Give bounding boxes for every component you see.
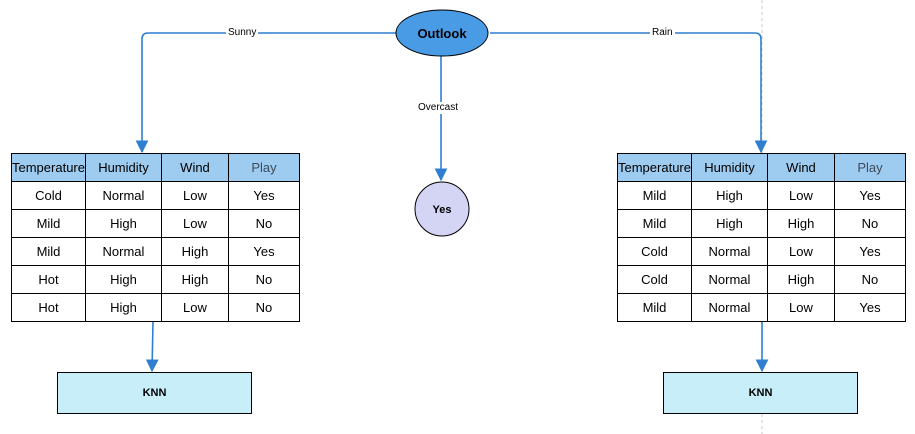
edge-label-overcast: Overcast [416,102,461,114]
knn-box-label: KNN [748,387,773,399]
column-header-play: Play [227,153,300,182]
table-cell: High [84,265,162,294]
edge-sunny-knn [145,321,159,373]
table-cell: Mild [11,237,86,266]
knn-box-sunny: KNN [57,372,252,414]
table-cell: Low [766,237,835,266]
table-cell: Yes [227,181,300,210]
column-header-wind: Wind [160,153,229,182]
table-row: Mild High Low No [11,209,300,238]
leaf-node-yes [414,181,470,237]
table-row: Cold Normal Low Yes [11,181,300,210]
column-header-humidity: Humidity [84,153,162,182]
table-cell: No [833,265,906,294]
table-cell: Hot [11,265,86,294]
table-cell: Yes [833,237,906,266]
table-cell: High [690,181,768,210]
table-cell: Normal [690,293,768,322]
table-cell: High [766,209,835,238]
knn-box-label: KNN [142,387,167,399]
table-cell: Low [160,293,229,322]
table-cell: Mild [617,293,692,322]
table-row: Cold Normal Low Yes [617,237,906,266]
table-cell: Hot [11,293,86,322]
table-cell: High [160,237,229,266]
leaf-node-label: Yes [433,204,452,216]
table-cell: Cold [617,237,692,266]
table-cell: Normal [84,237,162,266]
table-cell: High [766,265,835,294]
table-cell: Normal [84,181,162,210]
table-cell: Mild [11,209,86,238]
table-cell: Low [766,293,835,322]
table-cell: Cold [11,181,86,210]
root-node [395,9,489,57]
table-row: Cold Normal High No [617,265,906,294]
table-row: Mild Normal High Yes [11,237,300,266]
edge-rain [490,32,768,154]
table-cell: Normal [690,237,768,266]
table-row: Hot High High No [11,265,300,294]
table-header-row: Temperature Humidity Wind Play [11,153,300,182]
table-cell: High [84,209,162,238]
table-cell: Yes [833,293,906,322]
column-header-temperature: Temperature [617,153,692,182]
table-cell: Low [160,181,229,210]
table-row: Mild High High No [617,209,906,238]
table-cell: No [227,293,300,322]
table-row: Hot High Low No [11,293,300,322]
table-cell: No [227,209,300,238]
table-cell: Low [766,181,835,210]
edge-label-sunny: Sunny [226,27,259,39]
root-node-label: Outlook [417,26,467,41]
table-header-row: Temperature Humidity Wind Play [617,153,906,182]
table-cell: High [84,293,162,322]
table-cell: Cold [617,265,692,294]
table-cell: Yes [227,237,300,266]
sunny-table: Temperature Humidity Wind Play Cold Norm… [11,153,300,322]
table-cell: Mild [617,181,692,210]
column-header-play: Play [833,153,906,182]
table-row: Mild Normal Low Yes [617,293,906,322]
rain-table: Temperature Humidity Wind Play Mild High… [617,153,906,322]
knn-box-rain: KNN [663,372,858,414]
table-cell: No [833,209,906,238]
table-cell: Normal [690,265,768,294]
column-header-humidity: Humidity [690,153,768,182]
table-cell: Yes [833,181,906,210]
column-header-temperature: Temperature [11,153,86,182]
table-cell: High [690,209,768,238]
table-row: Mild High Low Yes [617,181,906,210]
column-header-wind: Wind [766,153,835,182]
table-cell: High [160,265,229,294]
table-cell: Low [160,209,229,238]
table-cell: Mild [617,209,692,238]
edge-sunny [135,32,396,154]
table-cell: No [227,265,300,294]
edge-label-rain: Rain [650,27,675,39]
